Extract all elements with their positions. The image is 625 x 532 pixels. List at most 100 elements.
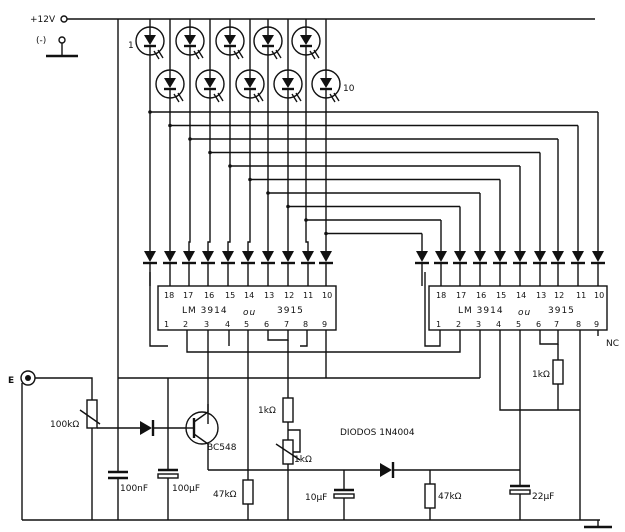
resistor-47k-right-label: 47kΩ — [438, 492, 462, 502]
ic-left-bottom-pin-5: 5 — [244, 320, 249, 329]
transistor-bc548: BC548 — [185, 404, 237, 470]
ic-right-top-pin-15: 15 — [496, 291, 506, 300]
diode-right-8 — [551, 251, 565, 286]
ic-left-bottom-pin-2: 2 — [183, 320, 188, 329]
ic-left-bottom-pin-1: 1 — [164, 320, 169, 329]
ic-right-top-pin-12: 12 — [554, 291, 564, 300]
ic-left-bottom-pin-9: 9 — [322, 320, 327, 329]
ic-left-top-pin-17: 17 — [183, 291, 193, 300]
input-section: E 100kΩ — [8, 370, 186, 520]
supply-positive-terminal — [60, 15, 68, 23]
ic-right-bottom-pin-3: 3 — [476, 320, 481, 329]
diode-right-6 — [513, 251, 527, 286]
ic-bottom-wiring — [118, 272, 599, 520]
led-array — [135, 26, 341, 103]
ic-right-bottom-pin-5: 5 — [516, 320, 521, 329]
pot-100k — [86, 399, 98, 429]
ic-left-bottom-pin-3: 3 — [204, 320, 209, 329]
ic-right-bottom-pin-4: 4 — [496, 320, 501, 329]
diode-left-8 — [281, 251, 295, 286]
ic-right-name: LM 3914 — [458, 306, 504, 316]
ic-left-top-pin-15: 15 — [225, 291, 235, 300]
diode-right-10 — [591, 251, 605, 286]
resistor-1k-mid: 1kΩ — [258, 397, 294, 440]
cap-100u: 100µF — [157, 378, 200, 520]
diode-right-4 — [473, 251, 487, 286]
led-anode-wires — [149, 19, 327, 78]
ic-right-bottom-pin-2: 2 — [456, 320, 461, 329]
ic-left-bottom-pin-8: 8 — [303, 320, 308, 329]
ic-left-bottom-pin-4: 4 — [225, 320, 230, 329]
diode-left-10 — [319, 251, 333, 286]
led-label-last: 10 — [343, 84, 355, 94]
ic-right-top-pin-16: 16 — [476, 291, 486, 300]
led-cathode-buses — [148, 46, 599, 251]
cap-100n-label: 100nF — [120, 484, 148, 494]
ic-right-top-pin-13: 13 — [536, 291, 546, 300]
filter-section: 10µF 47kΩ 22µF — [208, 462, 554, 520]
ic-right-bottom-pin-9: 9 — [594, 320, 599, 329]
filter-diode — [380, 463, 392, 477]
diode-right-3 — [453, 251, 467, 286]
diode-left-9 — [301, 251, 315, 286]
supply-positive-label: +12V — [30, 15, 56, 25]
ic-left-top-pin-11: 11 — [303, 291, 313, 300]
pot-100k-label: 100kΩ — [50, 420, 79, 430]
ic-right-top-pin-18: 18 — [436, 291, 446, 300]
diode-left-2 — [163, 251, 177, 286]
ic-left-top-pin-10: 10 — [322, 291, 332, 300]
ic-right-bottom-pin-6: 6 — [536, 320, 541, 329]
ic-left-top-pin-16: 16 — [204, 291, 214, 300]
ic-left-alt-name: 3915 — [277, 306, 304, 316]
cap-10u-label: 10µF — [305, 493, 327, 503]
diode-right-1 — [415, 251, 429, 286]
diode-left-4 — [201, 251, 215, 286]
led-label-first: 1 — [128, 41, 134, 51]
diode-left-6 — [241, 251, 255, 286]
ic-left-bottom-pin-6: 6 — [264, 320, 269, 329]
ic-left-top-pin-13: 13 — [264, 291, 274, 300]
input-label: E — [8, 376, 14, 386]
ic-left-alt-word: ou — [243, 308, 256, 318]
ic-right-top-pin-14: 14 — [516, 291, 526, 300]
resistor-47k-left: 47kΩ — [213, 479, 254, 520]
ic-left-top-pin-12: 12 — [284, 291, 294, 300]
ic-right-bottom-pin-1: 1 — [436, 320, 441, 329]
ic-right-alt-name: 3915 — [548, 306, 575, 316]
ic-left-top-pin-18: 18 — [164, 291, 174, 300]
diode-right-9 — [571, 251, 585, 286]
resistor-47k-left-label: 47kΩ — [213, 490, 237, 500]
ic-right-nc-label: NC — [606, 339, 619, 349]
ic-left-name: LM 3914 — [182, 306, 228, 316]
ic-right-bottom-pin-8: 8 — [576, 320, 581, 329]
diode-right-2 — [434, 251, 448, 286]
input-diode — [140, 421, 152, 435]
diode-right-7 — [533, 251, 547, 286]
cap-100n: 100nF — [108, 470, 148, 520]
diode-row-left — [143, 251, 333, 286]
supply-negative-label: (-) — [36, 36, 46, 46]
pot-1k-label: 1kΩ — [294, 455, 312, 465]
diode-left-3 — [182, 251, 196, 286]
ic-right-bottom-pin-7: 7 — [554, 320, 559, 329]
ic-right-top-pin-10: 10 — [594, 291, 604, 300]
ic-right-top-pin-17: 17 — [456, 291, 466, 300]
ic-left-bottom-pin-7: 7 — [284, 320, 289, 329]
diode-row-right — [415, 251, 605, 286]
resistor-1k-mid-label: 1kΩ — [258, 406, 276, 416]
diode-left-5 — [221, 251, 235, 286]
supply-negative-terminal — [58, 36, 66, 44]
ic-right-alt-word: ou — [518, 308, 531, 318]
cap-22u-label: 22µF — [532, 492, 554, 502]
diodes-note: DIODOS 1N4004 — [340, 428, 415, 438]
ic-left-top-pin-14: 14 — [244, 291, 254, 300]
resistor-1k-right-label: 1kΩ — [532, 370, 550, 380]
diode-left-7 — [261, 251, 275, 286]
transistor-label: BC548 — [207, 443, 237, 453]
resistor-1k-right: 1kΩ — [532, 359, 564, 410]
supply-section: +12V (-) — [30, 15, 595, 58]
ic-right-top-pin-11: 11 — [576, 291, 586, 300]
